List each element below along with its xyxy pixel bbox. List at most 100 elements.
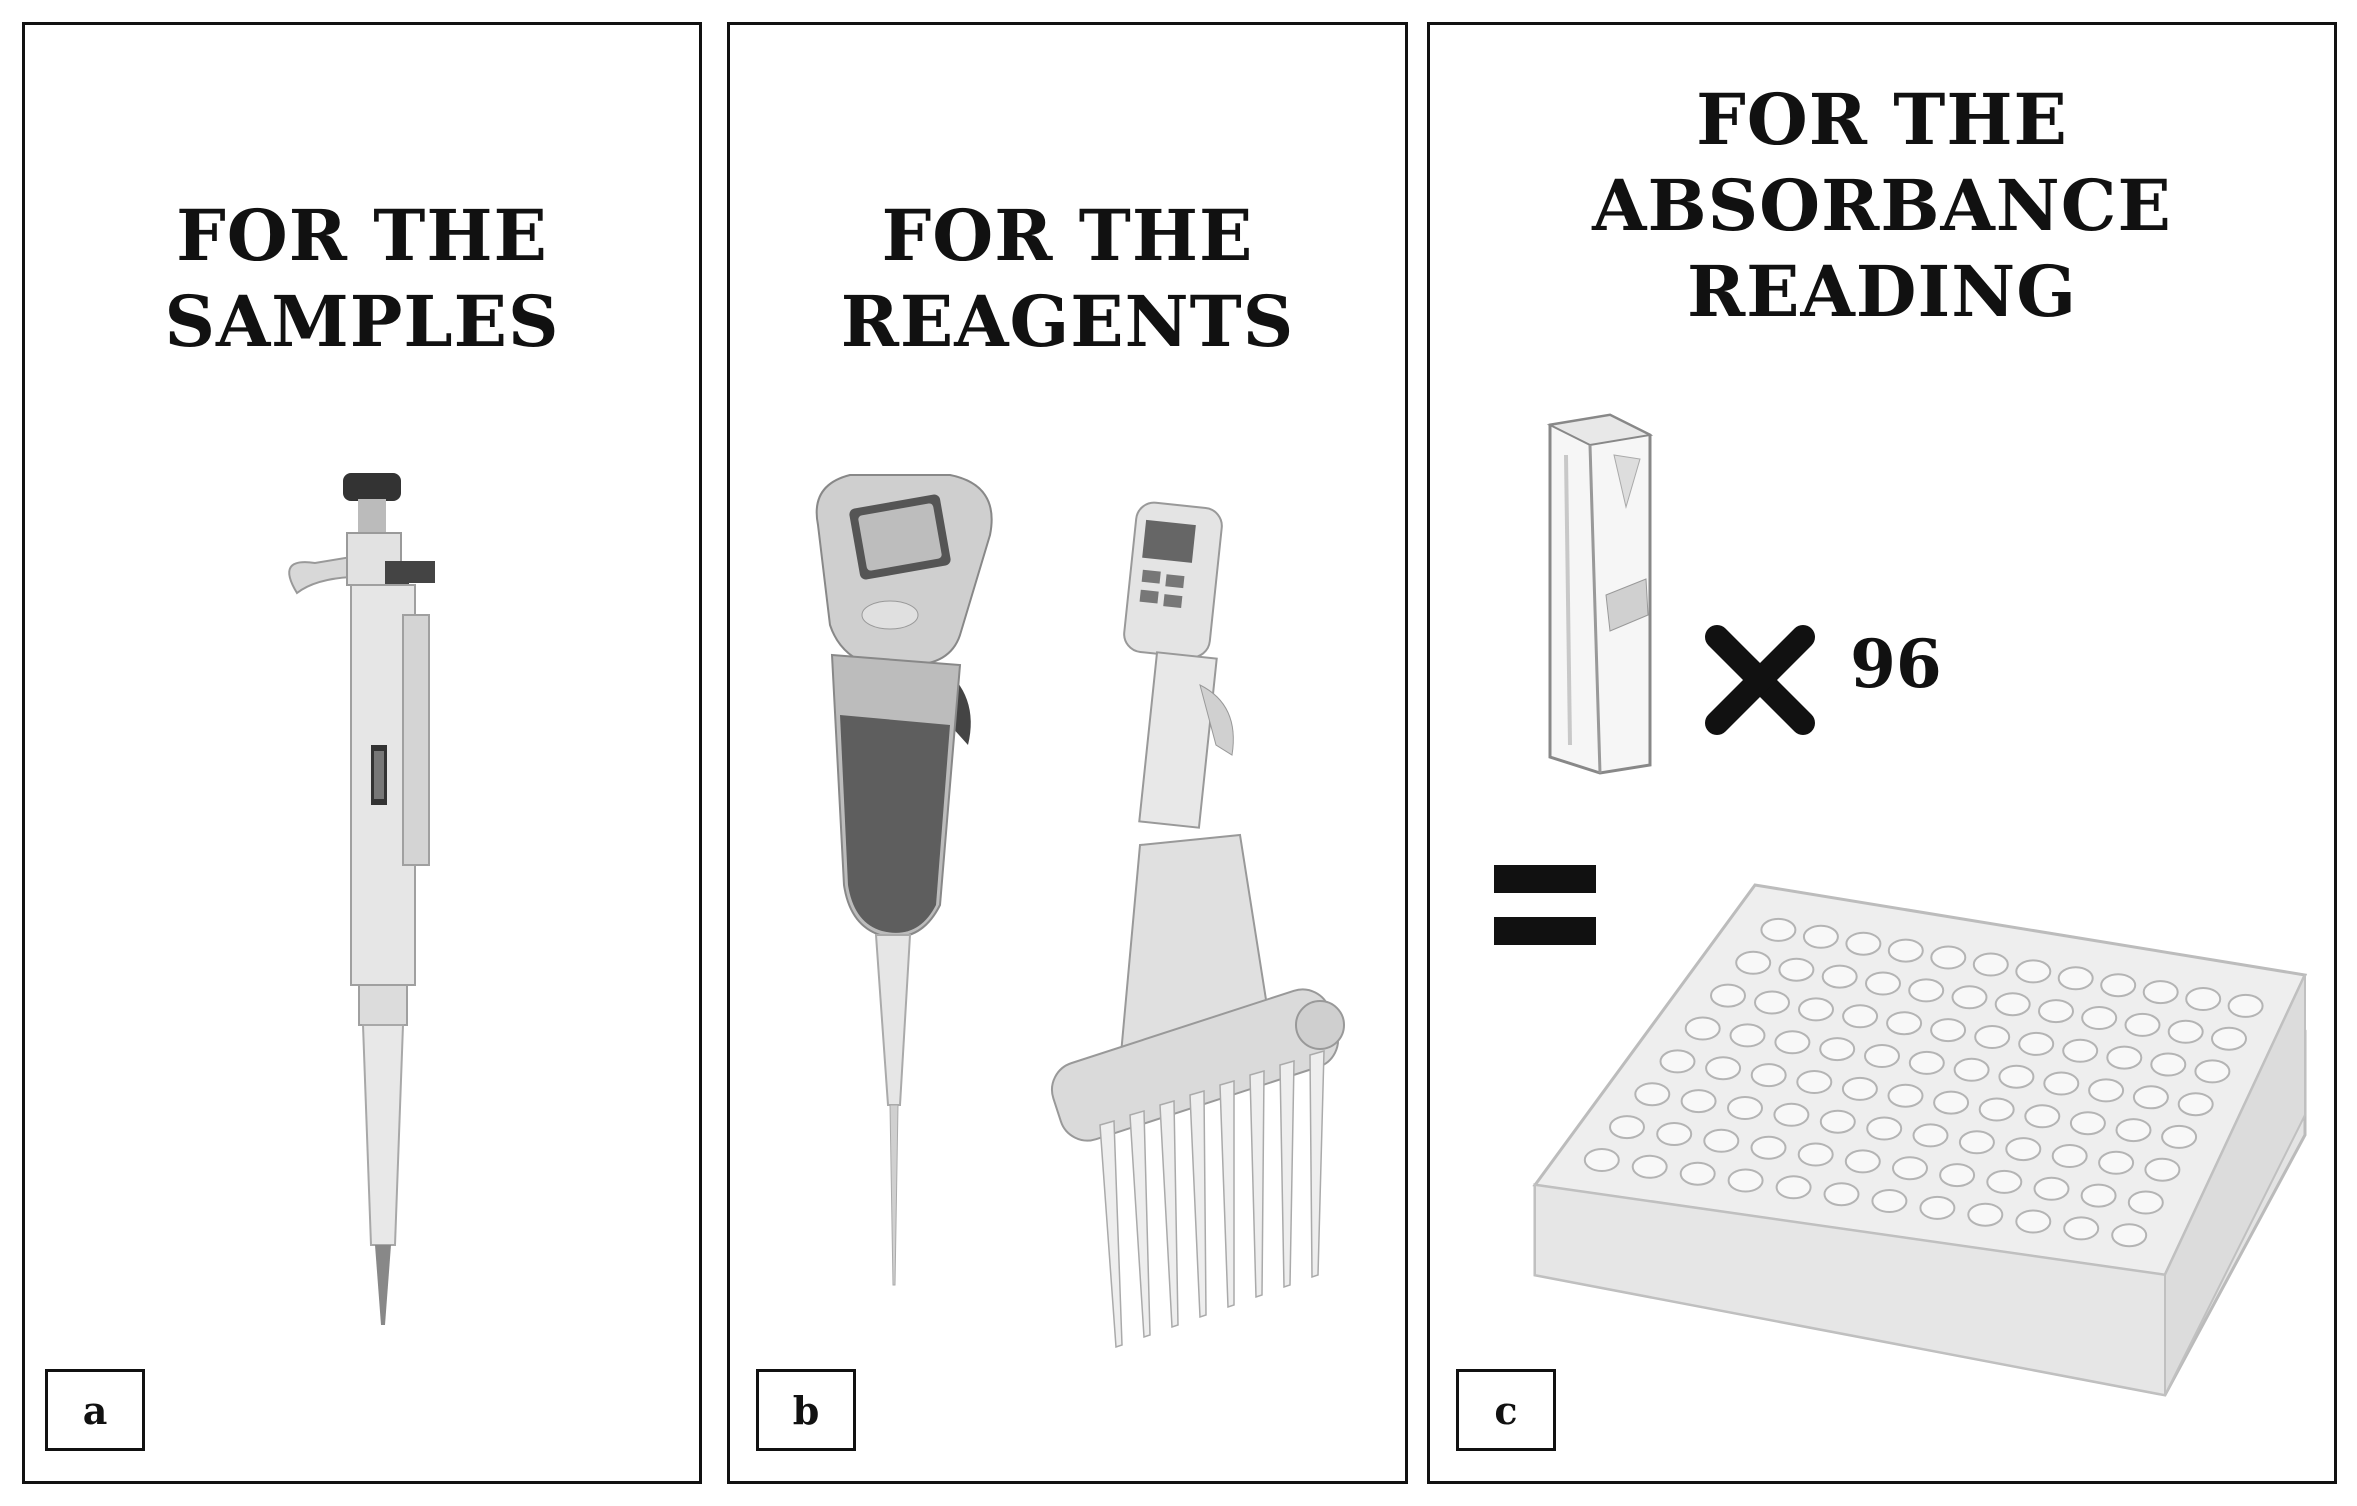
plate-well xyxy=(2144,1157,2181,1182)
plate-well xyxy=(2018,1031,2055,1056)
96-well-plate-icon xyxy=(1532,883,2308,1397)
panel-c-title-line-2: ABSORBANCE xyxy=(1592,164,2172,247)
plate-well xyxy=(2024,1104,2061,1129)
plate-well xyxy=(1887,1083,1924,1108)
plate-well xyxy=(2081,1006,2118,1030)
plate-well xyxy=(1972,952,2009,977)
plate-well xyxy=(2106,1045,2143,1070)
plate-well xyxy=(1750,1063,1787,1088)
plate-well xyxy=(1796,1070,1833,1094)
single-channel-pipette-icon xyxy=(288,473,435,1325)
plate-well xyxy=(1930,1018,1967,1043)
plate-well xyxy=(1819,1109,1856,1134)
plate-well xyxy=(1634,1082,1671,1107)
panel-c-title: FOR THE ABSORBANCE READING xyxy=(1430,77,2334,335)
plate-well xyxy=(2015,1209,2052,1234)
plate-well xyxy=(1773,1102,1810,1127)
plate-well xyxy=(1912,1123,1949,1148)
plate-well xyxy=(1864,1044,1900,1068)
plate-well xyxy=(1866,1116,1903,1141)
plate-well xyxy=(2167,1019,2204,1044)
panel-b-title-line-2: REAGENTS xyxy=(840,280,1295,363)
plate-well xyxy=(1919,1195,1956,1220)
plate-well xyxy=(1887,938,1924,963)
plate-well xyxy=(1729,1023,1766,1048)
plate-well xyxy=(1998,1064,2035,1089)
plate-well xyxy=(1978,1097,2015,1122)
plate-well xyxy=(2057,966,2094,991)
plate-well xyxy=(1886,1011,1923,1036)
plate-well xyxy=(2124,1012,2161,1037)
plate-well xyxy=(1939,1163,1976,1188)
panel-b-title-line-1: FOR THE xyxy=(881,194,1254,277)
plate-well xyxy=(2043,1071,2080,1096)
plate-well xyxy=(1798,997,1834,1022)
equals-icon xyxy=(1494,865,1596,945)
plate-well xyxy=(2062,1038,2099,1063)
multiply-icon xyxy=(1705,625,1815,735)
plate-well xyxy=(1774,1030,1811,1055)
plate-well xyxy=(1727,1168,1764,1193)
plate-well xyxy=(2080,1183,2117,1208)
panel-a-title: FOR THE SAMPLES xyxy=(25,193,699,365)
plate-well xyxy=(1802,924,1839,949)
plate-well xyxy=(1680,1089,1717,1114)
plate-well xyxy=(1703,1128,1740,1153)
plate-well xyxy=(2115,1118,2152,1143)
panel-c-title-line-1: FOR THE xyxy=(1696,78,2068,161)
plate-well xyxy=(1865,971,1901,996)
plate-well xyxy=(1735,950,1772,975)
plate-well xyxy=(1659,1049,1696,1074)
plate-well xyxy=(2161,1124,2198,1149)
plate-well xyxy=(1844,1149,1881,1174)
plate-well xyxy=(1705,1056,1742,1081)
plate-well xyxy=(2038,999,2074,1024)
plate-well xyxy=(2185,987,2222,1011)
plate-well xyxy=(2111,1223,2148,1248)
plate-well xyxy=(2127,1190,2164,1215)
plate-well xyxy=(1710,983,1746,1008)
plate-well xyxy=(1656,1122,1693,1146)
panel-a: FOR THE SAMPLES a xyxy=(22,22,702,1484)
plate-well xyxy=(2132,1085,2169,1110)
panel-b-label: b xyxy=(756,1369,856,1451)
panel-c-label: c xyxy=(1456,1369,1556,1451)
plate-well xyxy=(2088,1078,2125,1103)
plate-well xyxy=(1930,945,1967,970)
plate-well xyxy=(1760,917,1797,942)
plate-well xyxy=(1953,1057,1990,1082)
plate-well xyxy=(1797,1142,1834,1167)
plate-well xyxy=(1951,985,1988,1010)
plate-well xyxy=(1754,990,1790,1015)
plate-well xyxy=(1908,978,1945,1003)
plate-well xyxy=(2177,1092,2214,1117)
plate-well xyxy=(2142,980,2179,1005)
plate-well xyxy=(2194,1059,2231,1084)
panel-a-label: a xyxy=(45,1369,145,1451)
plate-well xyxy=(1750,1135,1787,1160)
plate-well xyxy=(2100,973,2137,998)
plate-well xyxy=(2015,959,2052,984)
plate-well xyxy=(1958,1130,1995,1155)
plate-well xyxy=(1583,1148,1620,1172)
plate-well xyxy=(1778,957,1815,982)
plate-well xyxy=(2063,1216,2100,1241)
plate-well xyxy=(2051,1144,2088,1168)
plate-well xyxy=(1823,1182,1860,1207)
plate-well xyxy=(2069,1111,2106,1136)
plate-well xyxy=(1842,1004,1879,1029)
plate-well xyxy=(1775,1175,1812,1200)
electronic-pipette-icon xyxy=(815,474,993,1286)
plate-well xyxy=(1974,1025,2011,1049)
panel-b: FOR THE REAGENTS xyxy=(727,22,1408,1484)
plate-well xyxy=(2150,1052,2187,1077)
plate-well xyxy=(1967,1202,2004,1227)
panel-a-title-line-1: FOR THE xyxy=(176,194,548,277)
plate-well xyxy=(1679,1161,1716,1186)
plate-well xyxy=(1933,1090,1970,1115)
panel-a-title-line-2: SAMPLES xyxy=(164,280,560,363)
plate-well xyxy=(1871,1189,1908,1213)
plate-well xyxy=(1819,1037,1856,1062)
plate-well xyxy=(2227,993,2264,1018)
plate-well xyxy=(2005,1137,2042,1162)
